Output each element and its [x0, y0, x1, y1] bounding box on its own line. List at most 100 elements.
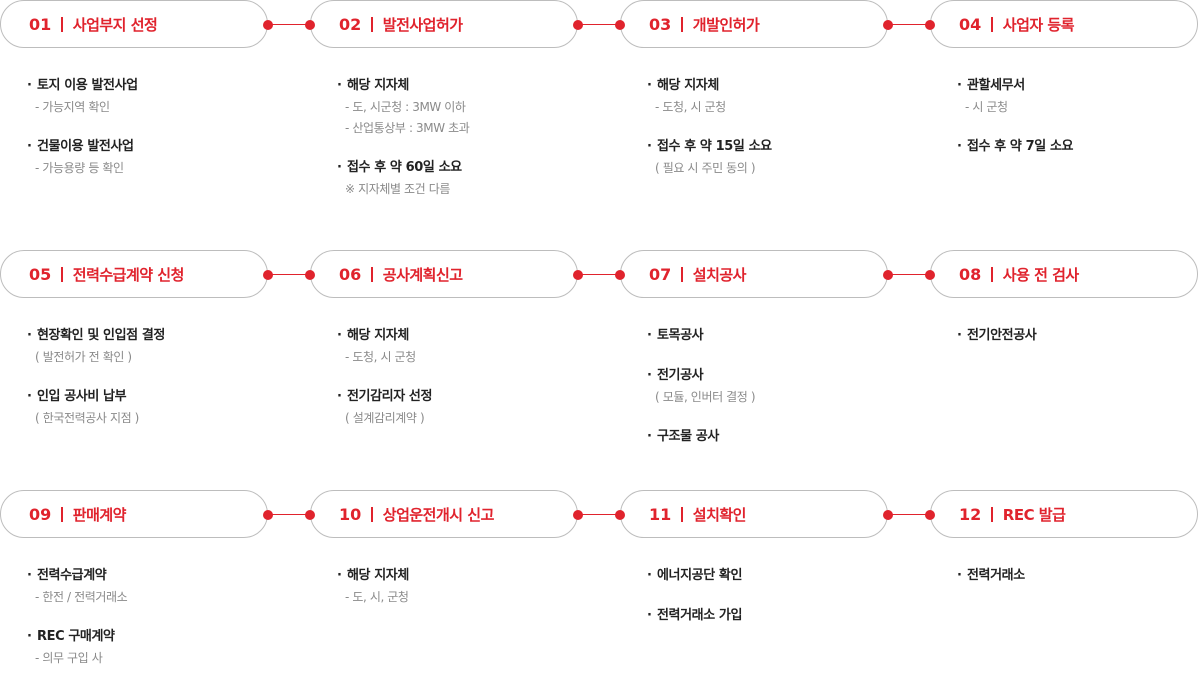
step-divider: [991, 506, 993, 522]
detail-sub: - 한전 / 전력거래소: [35, 590, 128, 604]
connector-line: [578, 24, 620, 25]
detail-main: ·건물이용 발전사업: [27, 138, 267, 156]
detail-main-text: 전기감리자 선정: [347, 389, 433, 404]
step-divider: [61, 506, 63, 522]
detail-main-text: 접수 후 약 15일 소요: [657, 139, 772, 154]
detail-item: ·건물이용 발전사업- 가능용량 등 확인: [27, 138, 267, 177]
bullet-dot: ·: [337, 389, 342, 404]
connector-dot: [263, 19, 273, 30]
detail-item: · 전기감리자 선정 ( 설계감리계약 ): [337, 388, 577, 427]
bullet-dot: ·: [337, 568, 342, 583]
detail-main: · 전기감리자 선정: [337, 388, 577, 406]
step-divider: [371, 506, 373, 522]
detail-main-text: 전력수급계약: [37, 568, 107, 583]
step-number: 08: [959, 264, 982, 284]
connector-dot: [573, 509, 583, 520]
bullet-dot: ·: [27, 139, 32, 154]
detail-sub: - 도청, 시 군청: [655, 100, 726, 114]
detail-item: · 인입 공사비 납부 ( 한국전력공사 지점 ): [27, 388, 267, 427]
detail-main-text: 접수 후 약 60일 소요: [347, 160, 462, 175]
step-title: 사업부지 선정: [72, 15, 158, 34]
detail-item: ·관할세무서 - 시 군청: [957, 77, 1197, 116]
step-number: 01: [29, 14, 52, 34]
bullet-dot: ·: [27, 629, 32, 644]
detail-sub: - 도청, 시 군청: [345, 350, 416, 364]
detail-item: ·구조물 공사: [647, 428, 887, 446]
detail-main: ·토지 이용 발전사업: [27, 77, 267, 95]
detail-item: ·해당 지자체 - 도청, 시 군청: [647, 77, 887, 116]
bullet-dot: ·: [27, 328, 32, 343]
bullet-dot: ·: [337, 328, 342, 343]
detail-main: ·관할세무서: [957, 77, 1197, 95]
step-details: ·전력수급계약- 한전 / 전력거래소·REC 구매계약- 의무 구입 사: [27, 567, 267, 689]
detail-sub: ( 설계감리계약 ): [345, 411, 425, 425]
step-number: 09: [29, 504, 52, 524]
step-details: ·관할세무서- 시 군청·접수 후 약 7일 소요: [957, 77, 1197, 178]
detail-sub: ( 한국전력공사 지점 ): [35, 411, 139, 425]
step-header: 02 발전사업허가: [310, 0, 578, 48]
step-title: 설치공사: [692, 265, 747, 284]
step-title: 발전사업허가: [382, 15, 463, 34]
detail-main-text: 현장확인 및 인입점 결정: [37, 328, 165, 343]
detail-sub: - 시 군청: [965, 100, 1008, 114]
connector-dot: [925, 269, 935, 280]
detail-item: · 해당 지자체 - 도청, 시 군청: [337, 327, 577, 366]
detail-sub: - 산업통상부 : 3MW 초과: [345, 121, 470, 135]
detail-sub: ( 발전허가 전 확인 ): [35, 350, 132, 364]
detail-main-text: 접수 후 약 7일 소요: [967, 139, 1074, 154]
step-title: REC 발급: [1002, 505, 1066, 524]
step-details: ·현장확인 및 인입점 결정( 발전허가 전 확인 )·인입 공사비 납부( 한…: [27, 327, 267, 449]
detail-main-text: 전력거래소 가입: [657, 608, 743, 623]
bullet-dot: ·: [647, 78, 652, 93]
detail-main: · 전력거래소 가입: [647, 607, 887, 625]
connector-line: [268, 24, 310, 25]
bullet-dot: ·: [957, 328, 962, 343]
bullet-dot: ·: [337, 160, 342, 175]
step-number: 05: [29, 264, 52, 284]
detail-sub: ( 필요 시 주민 동의 ): [655, 161, 756, 175]
step-header: 05 전력수급계약 신청: [0, 250, 268, 298]
bullet-dot: ·: [957, 78, 962, 93]
detail-item: ·접수 후 약 15일 소요( 필요 시 주민 동의 ): [647, 138, 887, 177]
bullet-dot: ·: [647, 608, 652, 623]
connector-dot: [615, 269, 625, 280]
detail-item: ·전기공사( 모듈, 인버터 결정 ): [647, 367, 887, 406]
bullet-dot: ·: [27, 389, 32, 404]
step-divider: [681, 506, 683, 522]
detail-main: ·전력수급계약: [27, 567, 267, 585]
step-details: ·토목공사 ·전기공사( 모듈, 인버터 결정 ) ·구조물 공사: [647, 327, 887, 468]
step-title: 전력수급계약 신청: [72, 265, 185, 284]
connector-dot: [305, 19, 315, 30]
step-number: 07: [649, 264, 672, 284]
detail-item: ·해당 지자체- 도, 시군청 : 3MW 이하- 산업통상부 : 3MW 초과: [337, 77, 577, 137]
detail-item: ·토목공사: [647, 327, 887, 345]
detail-item: ·전기안전공사: [957, 327, 1197, 345]
detail-main: ·에너지공단 확인: [647, 567, 887, 585]
detail-main: ·해당 지자체: [647, 77, 887, 95]
bullet-dot: ·: [647, 328, 652, 343]
detail-main: ·접수 후 약 7일 소요: [957, 138, 1197, 156]
detail-main: · 접수 후 약 60일 소요: [337, 159, 577, 177]
detail-item: ·해당 지자체- 도, 시, 군청: [337, 567, 577, 606]
detail-main: · 인입 공사비 납부: [27, 388, 267, 406]
step-details: ·해당 지자체- 도청, 시 군청·전기감리자 선정( 설계감리계약 ): [337, 327, 577, 449]
step-divider: [61, 16, 63, 32]
step-number: 02: [339, 14, 362, 34]
detail-sub: - 의무 구입 사: [35, 651, 103, 665]
detail-item: · 접수 후 약 60일 소요 ※ 지자체별 조건 다름: [337, 159, 577, 198]
step-details: ·전력거래소: [957, 567, 1197, 607]
detail-main: ·전기공사: [647, 367, 887, 385]
connector-line: [578, 274, 620, 275]
detail-main-text: 인입 공사비 납부: [37, 389, 127, 404]
detail-main-text: 해당 지자체: [347, 328, 409, 343]
connector-line: [888, 274, 930, 275]
detail-sub: ※ 지자체별 조건 다름: [345, 182, 451, 196]
detail-sub: - 가능지역 확인: [35, 100, 110, 114]
detail-main: ·구조물 공사: [647, 428, 887, 446]
detail-main-text: 해당 지자체: [347, 568, 409, 583]
